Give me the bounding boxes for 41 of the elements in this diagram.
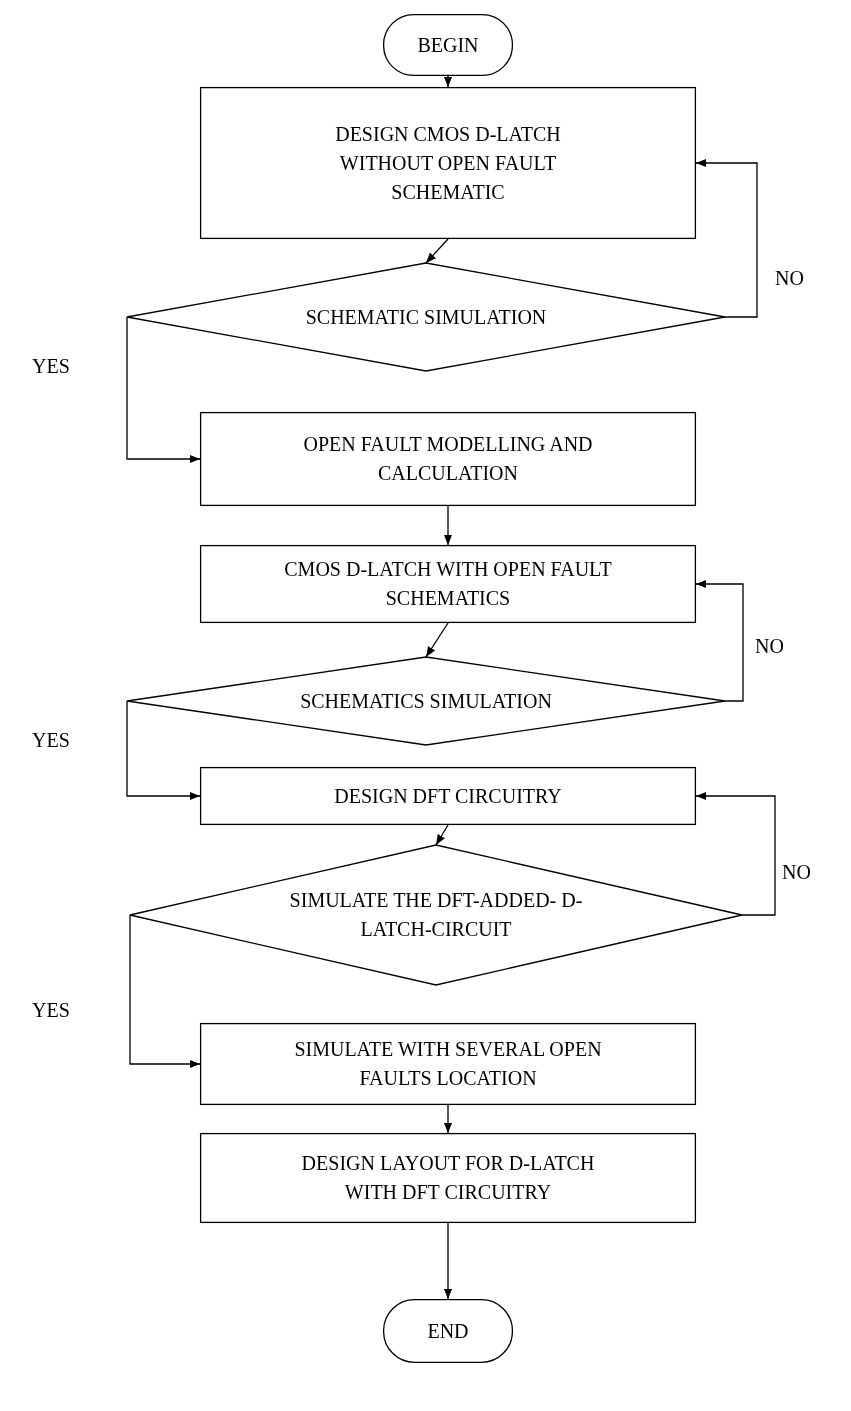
node-label: SCHEMATIC SIMULATION <box>305 304 547 330</box>
arrow <box>126 700 201 801</box>
arrow <box>425 238 449 264</box>
edge-label: YES <box>32 1000 70 1020</box>
decision-diamond <box>130 845 742 985</box>
decision-diamond <box>127 657 725 745</box>
process-box <box>200 545 696 623</box>
node-label: SIMULATE WITH SEVERAL OPEN FAULTS LOCATION <box>293 1037 603 1091</box>
node-label: SIMULATE THE DFT-ADDED- D-LATCH-CIRCUIT <box>288 888 584 942</box>
arrow <box>443 75 453 88</box>
node-label: DESIGN CMOS D-LATCH WITHOUT OPEN FAULT SCHEMATIC <box>334 121 562 205</box>
node-label: SCHEMATICS SIMULATION <box>300 688 552 714</box>
process-box <box>200 1133 696 1223</box>
process-box <box>200 87 696 239</box>
process-box <box>200 767 696 825</box>
arrow <box>443 1222 453 1300</box>
terminal-shape <box>383 14 513 76</box>
process-box <box>200 1023 696 1105</box>
arrow <box>443 505 453 546</box>
edge-label: NO <box>755 636 784 656</box>
edge-label: NO <box>782 862 811 882</box>
node-label: OPEN FAULT MODELLING AND CALCULATION <box>302 432 594 486</box>
arrow <box>126 316 201 464</box>
edge-label: YES <box>32 730 70 750</box>
arrow <box>695 579 744 702</box>
edge-label: YES <box>32 356 70 376</box>
edge-label: NO <box>775 268 804 288</box>
arrow <box>435 824 449 846</box>
decision-diamond <box>127 263 725 371</box>
arrow <box>695 158 758 318</box>
node-label: BEGIN <box>417 32 479 58</box>
arrow <box>129 914 201 1069</box>
node-label: CMOS D-LATCH WITH OPEN FAULT SCHEMATICS <box>283 557 613 611</box>
node-label: DESIGN DFT CIRCUITRY <box>334 783 562 809</box>
arrow <box>695 791 776 916</box>
arrow <box>443 1104 453 1134</box>
arrow <box>425 622 449 658</box>
terminal-shape <box>383 1299 513 1363</box>
node-label: END <box>427 1318 469 1344</box>
process-box <box>200 412 696 506</box>
node-label: DESIGN LAYOUT FOR D-LATCH WITH DFT CIRCUITRY <box>300 1151 596 1205</box>
